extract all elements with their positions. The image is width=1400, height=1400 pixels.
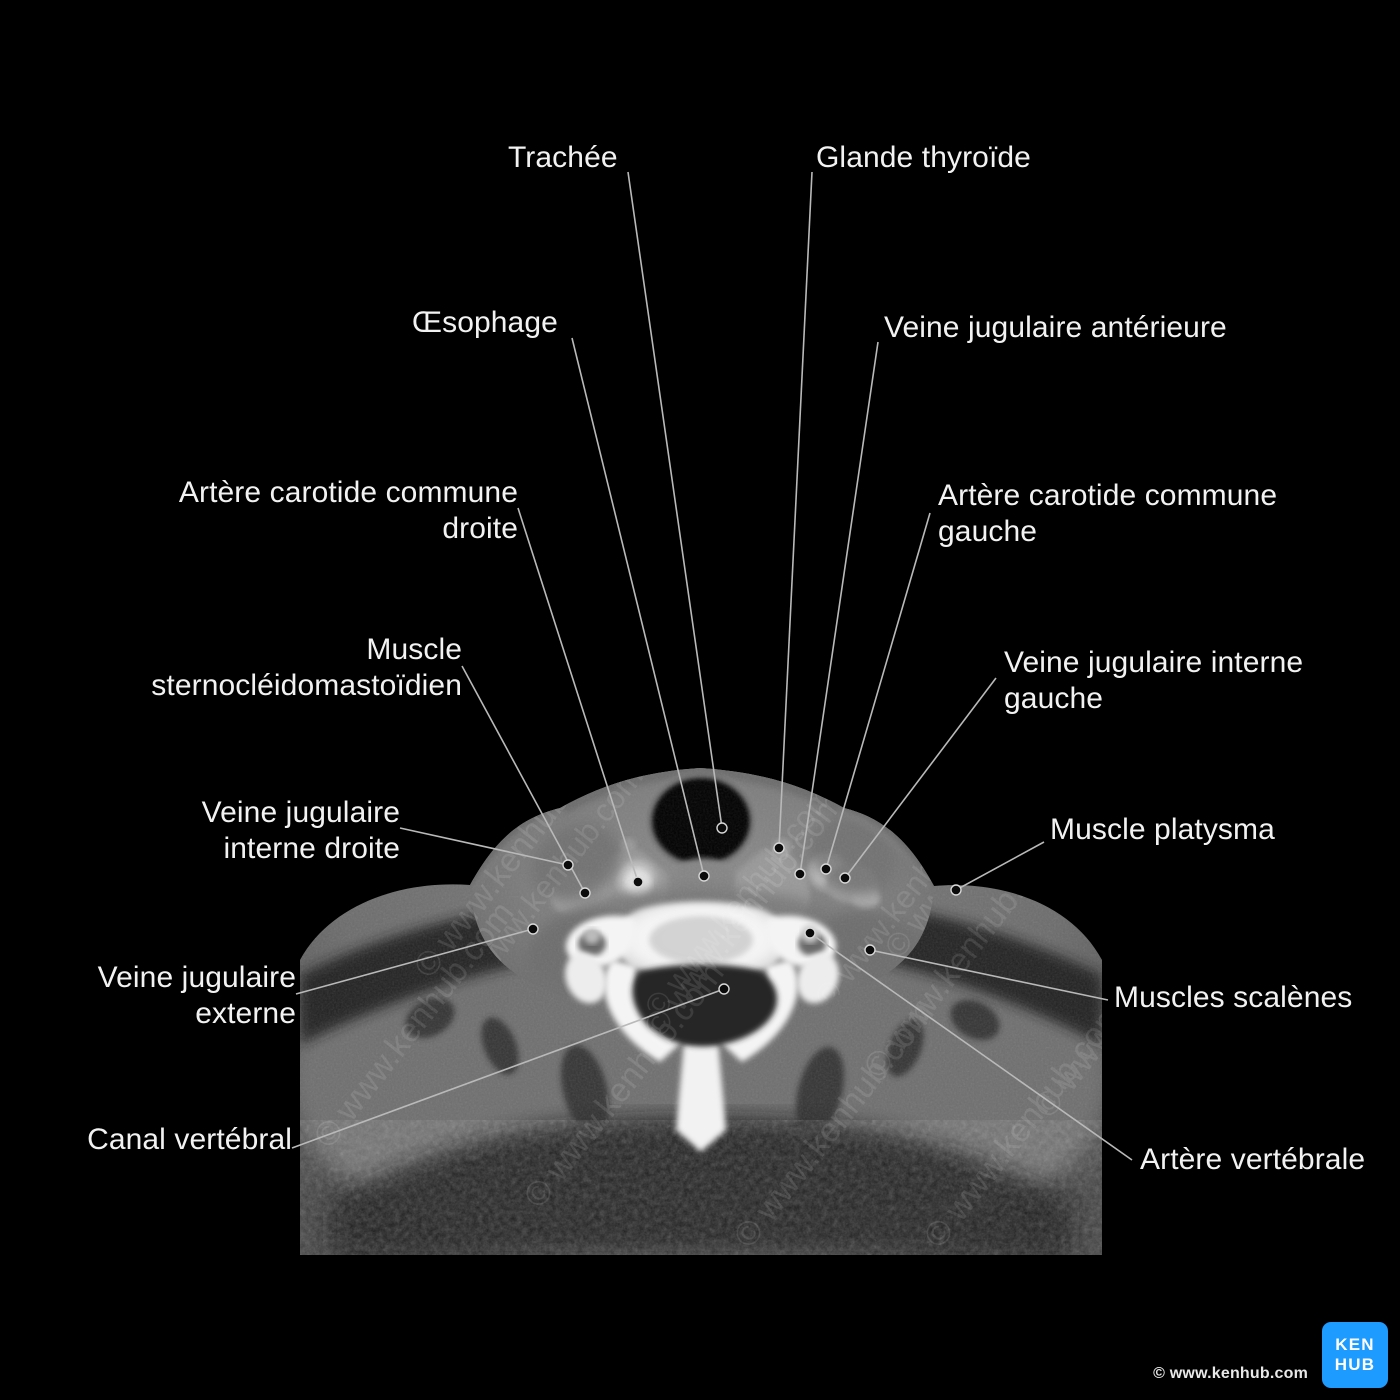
label-oesophage: Œsophage [412,306,558,339]
pointer-dot-carotide-droite [632,876,644,888]
leader-carotide-gauche [825,512,931,870]
kenhub-logo-line-1: KEN [1335,1335,1375,1354]
pointer-dot-veine-jug-ext [527,923,539,935]
pointer-dot-sternocleido [579,887,591,899]
leader-glande-thyroide [778,171,813,849]
kenhub-logo-line-2: HUB [1334,1355,1376,1374]
kenhub-logo[interactable]: KEN HUB [1322,1322,1388,1388]
leader-veine-jug-ant [799,341,879,875]
pointer-dot-veine-jug-ant [794,868,806,880]
leader-muscle-platysma [955,841,1045,891]
label-veine-jug-int-g: Veine jugulaire interne gauche [1004,646,1304,715]
pointer-dot-canal-vertebral [718,983,730,995]
label-carotide-droite: Artère carotide commune droite [178,476,518,545]
pointer-dot-veine-jug-int-d [562,859,574,871]
label-veine-jug-int-d: Veine jugulaire interne droite [201,796,400,865]
label-veine-jug-ant: Veine jugulaire antérieure [884,311,1227,344]
label-canal-vertebral: Canal vertébral [87,1123,292,1156]
label-artere-vertebrale: Artère vertébrale [1140,1143,1366,1176]
label-glande-thyroide: Glande thyroïde [816,141,1031,174]
label-trachee: Trachée [508,141,618,174]
leader-sternocleido [461,665,586,894]
label-sternocleido: Muscle sternocléidomastoïdien [151,633,462,702]
label-muscle-platysma: Muscle platysma [1050,813,1275,846]
pointer-dot-oesophage [698,870,710,882]
leader-artere-vertebrale [809,932,1133,1161]
pointer-dot-muscles-scalenes [864,944,876,956]
pointer-dot-veine-jug-int-g [839,872,851,884]
label-carotide-gauche: Artère carotide commune gauche [938,479,1278,548]
kenhub-url: © www.kenhub.com [1153,1365,1308,1382]
label-veine-jug-ext: Veine jugulaire externe [97,961,296,1030]
leader-trachee [627,171,723,829]
leader-veine-jug-ext [295,928,534,995]
leader-veine-jug-int-d [399,827,569,866]
pointer-dot-carotide-gauche [820,863,832,875]
pointer-dot-muscle-platysma [950,884,962,896]
pointer-dot-trachee [716,822,728,834]
leader-veine-jug-int-g [844,677,997,879]
leader-muscles-scalenes [869,949,1109,1001]
leader-carotide-droite [517,507,639,883]
pointer-dot-artere-vertebrale [804,927,816,939]
leader-canal-vertebral [291,988,725,1149]
pointer-dot-glande-thyroide [773,842,785,854]
leader-oesophage [571,337,705,877]
label-muscles-scalenes: Muscles scalènes [1114,981,1353,1014]
